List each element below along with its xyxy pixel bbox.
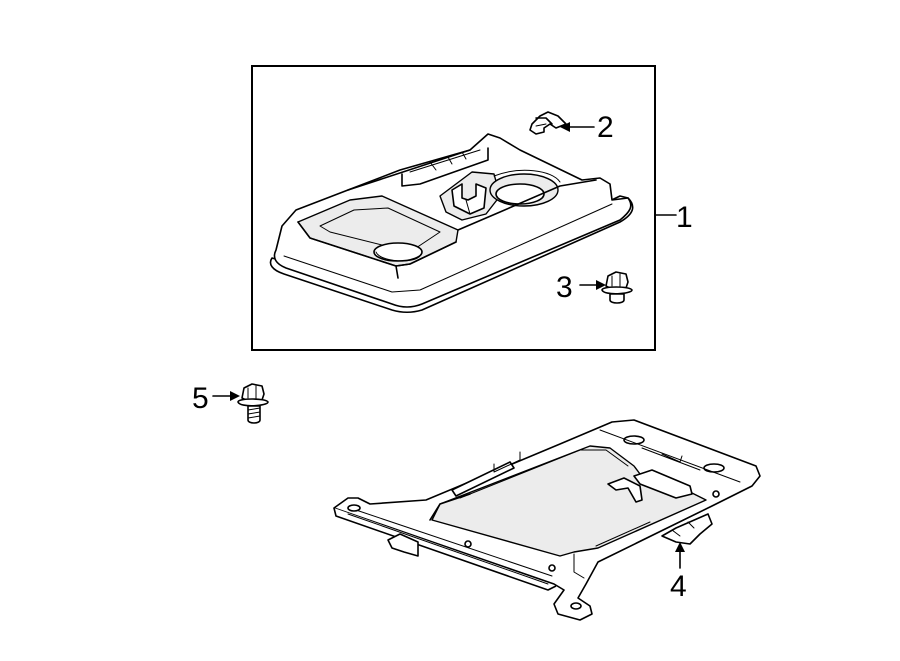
callout-2: 2 <box>597 111 614 144</box>
bolt-5-part[interactable] <box>237 383 269 424</box>
fastener-3-part[interactable] <box>601 271 633 304</box>
leader-lines <box>212 122 685 569</box>
callout-5: 5 <box>192 382 209 415</box>
callout-1: 1 <box>676 201 693 234</box>
clip-part[interactable] <box>529 111 567 135</box>
mounting-bracket-part[interactable] <box>333 419 761 621</box>
callout-3: 3 <box>556 271 573 304</box>
assembly-frame <box>251 65 656 351</box>
callout-4: 4 <box>670 570 687 603</box>
console-housing-part[interactable] <box>269 133 634 314</box>
